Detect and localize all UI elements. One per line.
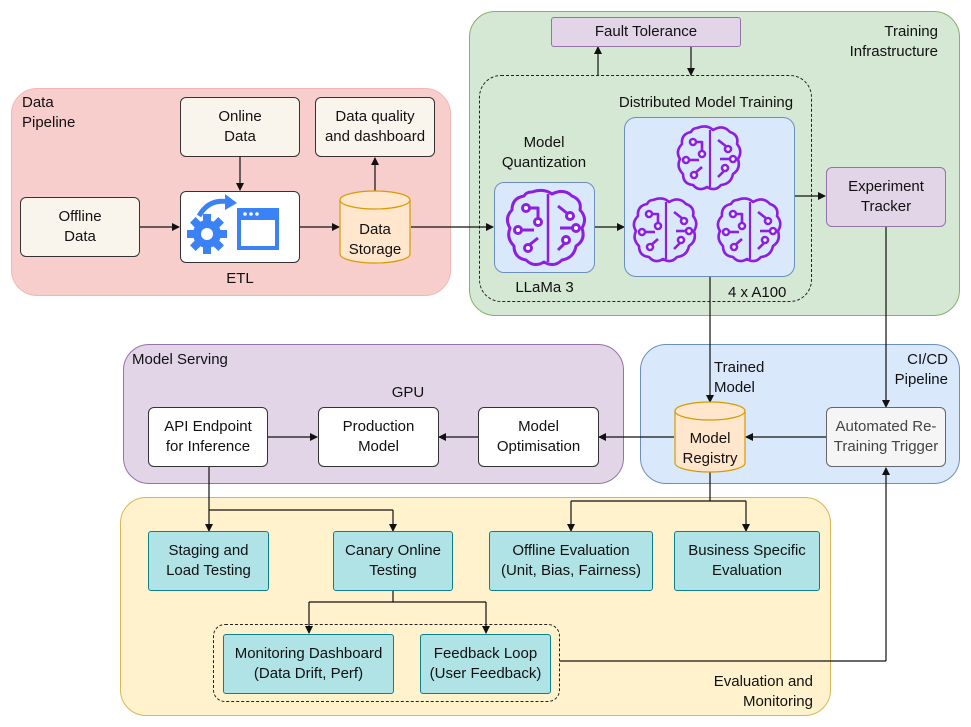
staging-load-testing-node[interactable]: Staging and Load Testing xyxy=(148,531,269,591)
offline-evaluation-node[interactable]: Offline Evaluation (Unit, Bias, Fairness… xyxy=(489,531,653,591)
brain-circuit-icon xyxy=(505,188,587,267)
llama-label: LLaMa 3 xyxy=(515,279,574,296)
model-quantization-label: Model Quantization xyxy=(501,134,587,171)
data-storage-label: Data Storage xyxy=(348,221,402,258)
model-registry-label: Model Registry xyxy=(682,430,738,467)
quantization-node[interactable] xyxy=(494,182,595,273)
model-optimisation-node[interactable]: Model Optimisation xyxy=(478,407,599,467)
fault-tolerance-node[interactable]: Fault Tolerance xyxy=(551,17,741,47)
etl-node[interactable] xyxy=(180,191,300,263)
offline-data-node[interactable]: Offline Data xyxy=(20,197,140,257)
monitoring-feedback-group xyxy=(213,624,560,702)
business-evaluation-node[interactable]: Business Specific Evaluation xyxy=(674,531,820,591)
data-pipeline-label: Data Pipeline xyxy=(22,94,76,131)
etl-label: ETL xyxy=(226,270,254,287)
online-data-node[interactable]: Online Data xyxy=(180,97,300,157)
monitoring-dashboard-node[interactable]: Monitoring Dashboard (Data Drift, Perf) xyxy=(223,634,394,694)
cicd-pipeline-label: CI/CD Pipeline xyxy=(894,351,948,388)
distributed-training-node[interactable] xyxy=(624,117,795,277)
evaluation-monitoring-label: Evaluation and Monitoring xyxy=(713,673,813,710)
gpu-count-label: 4 x A100 xyxy=(728,284,787,301)
model-registry-node[interactable]: Model Registry xyxy=(674,401,746,473)
data-storage-cylinder xyxy=(339,190,411,264)
data-quality-dashboard-node[interactable]: Data quality and dashboard xyxy=(315,97,435,157)
distributed-training-group xyxy=(479,75,812,302)
model-serving-label: Model Serving xyxy=(132,351,228,368)
data-storage-node[interactable]: Data Storage xyxy=(339,190,411,264)
trained-model-label: Trained Model xyxy=(714,359,765,396)
retraining-trigger-node[interactable]: Automated Re- Training Trigger xyxy=(826,407,946,467)
model-registry-cylinder xyxy=(674,401,746,473)
distributed-training-label: Distributed Model Training xyxy=(618,94,794,111)
etl-gear-window-icon xyxy=(187,194,279,254)
brain-circuit-cluster xyxy=(632,125,782,263)
feedback-loop-node[interactable]: Feedback Loop (User Feedback) xyxy=(420,634,551,694)
training-infrastructure-label: Training Infrastructure xyxy=(849,23,938,60)
production-model-node[interactable]: Production Model xyxy=(318,407,439,467)
experiment-tracker-node[interactable]: Experiment Tracker xyxy=(826,167,946,227)
canary-testing-node[interactable]: Canary Online Testing xyxy=(333,531,453,591)
gpu-label: GPU xyxy=(391,384,425,401)
api-endpoint-node[interactable]: API Endpoint for Inference xyxy=(148,407,268,467)
